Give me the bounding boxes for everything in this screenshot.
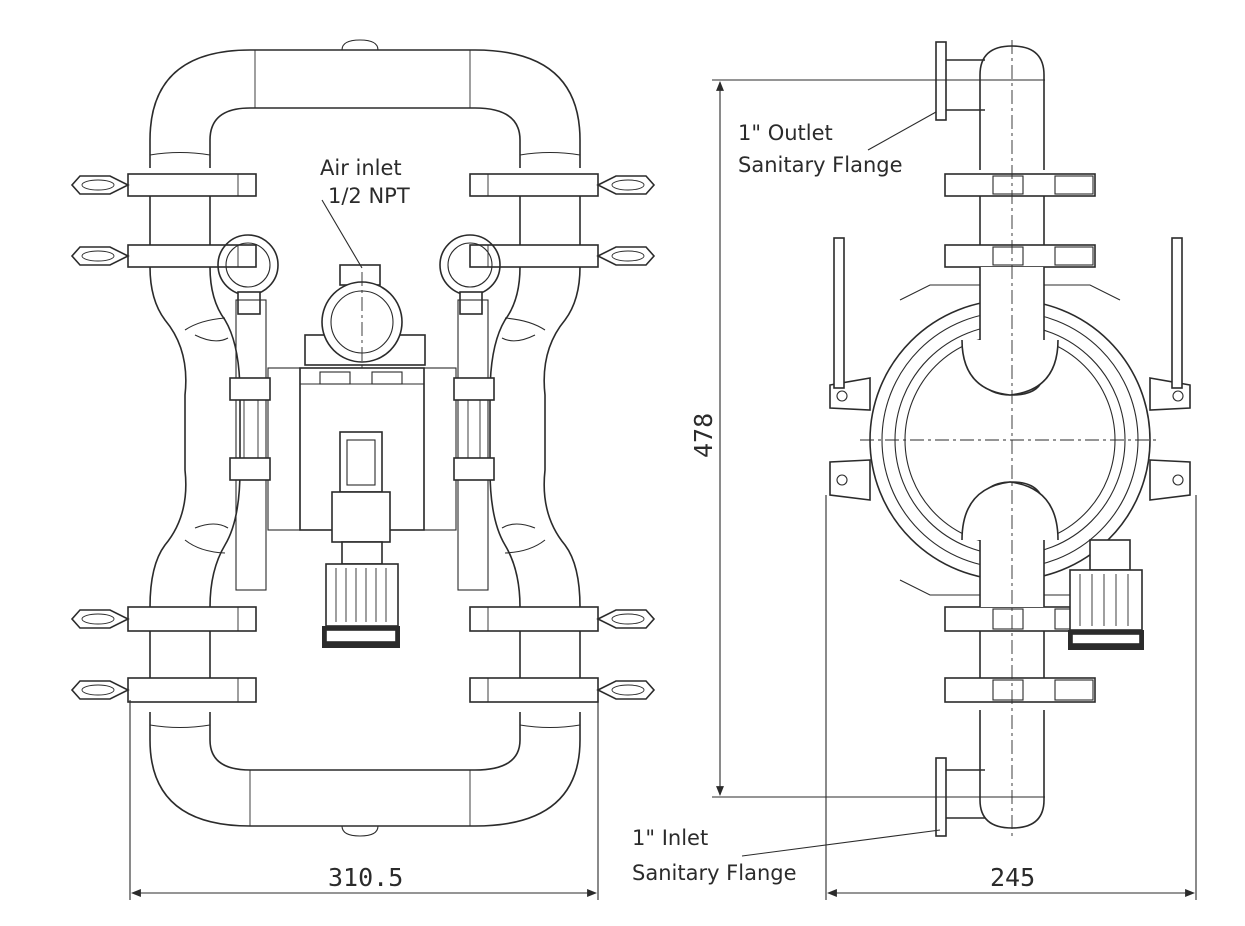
outlet-flange-label: Sanitary Flange	[738, 153, 903, 177]
dimension-lines	[129, 79, 1197, 900]
side-clamps	[944, 173, 1096, 703]
clamp-wing-nuts	[70, 175, 656, 700]
height-value: 478	[689, 413, 718, 458]
side-pipes	[149, 196, 581, 678]
side-muffler	[1068, 539, 1144, 650]
inner-elbows	[961, 267, 1059, 607]
air-valve	[304, 264, 426, 372]
front-view	[70, 39, 656, 837]
right-chamber	[489, 266, 581, 608]
right-clamps	[469, 173, 599, 703]
outlet-pipe	[935, 41, 1045, 170]
inlet-leader	[741, 829, 941, 857]
air-inlet-size: 1/2 NPT	[328, 184, 410, 208]
inlet-pipe	[935, 710, 1045, 837]
air-inlet-label: Air inlet	[320, 156, 402, 180]
outlet-label: 1" Outlet	[738, 121, 833, 145]
side-lugs	[829, 237, 1191, 501]
inlet-flange-label: Sanitary Flange	[632, 861, 797, 885]
side-width-value: 245	[990, 863, 1035, 892]
front-width-value: 310.5	[328, 863, 403, 892]
left-chamber	[149, 266, 241, 608]
bottom-manifold	[149, 712, 581, 837]
outlet-leader	[867, 111, 937, 151]
top-manifold	[149, 39, 581, 168]
muffler-stack	[322, 431, 400, 648]
air-inlet-leader	[321, 199, 363, 269]
left-clamps	[127, 173, 257, 703]
lifting-eyes	[217, 234, 501, 315]
inlet-label: 1" Inlet	[632, 826, 708, 850]
side-view	[741, 40, 1191, 857]
